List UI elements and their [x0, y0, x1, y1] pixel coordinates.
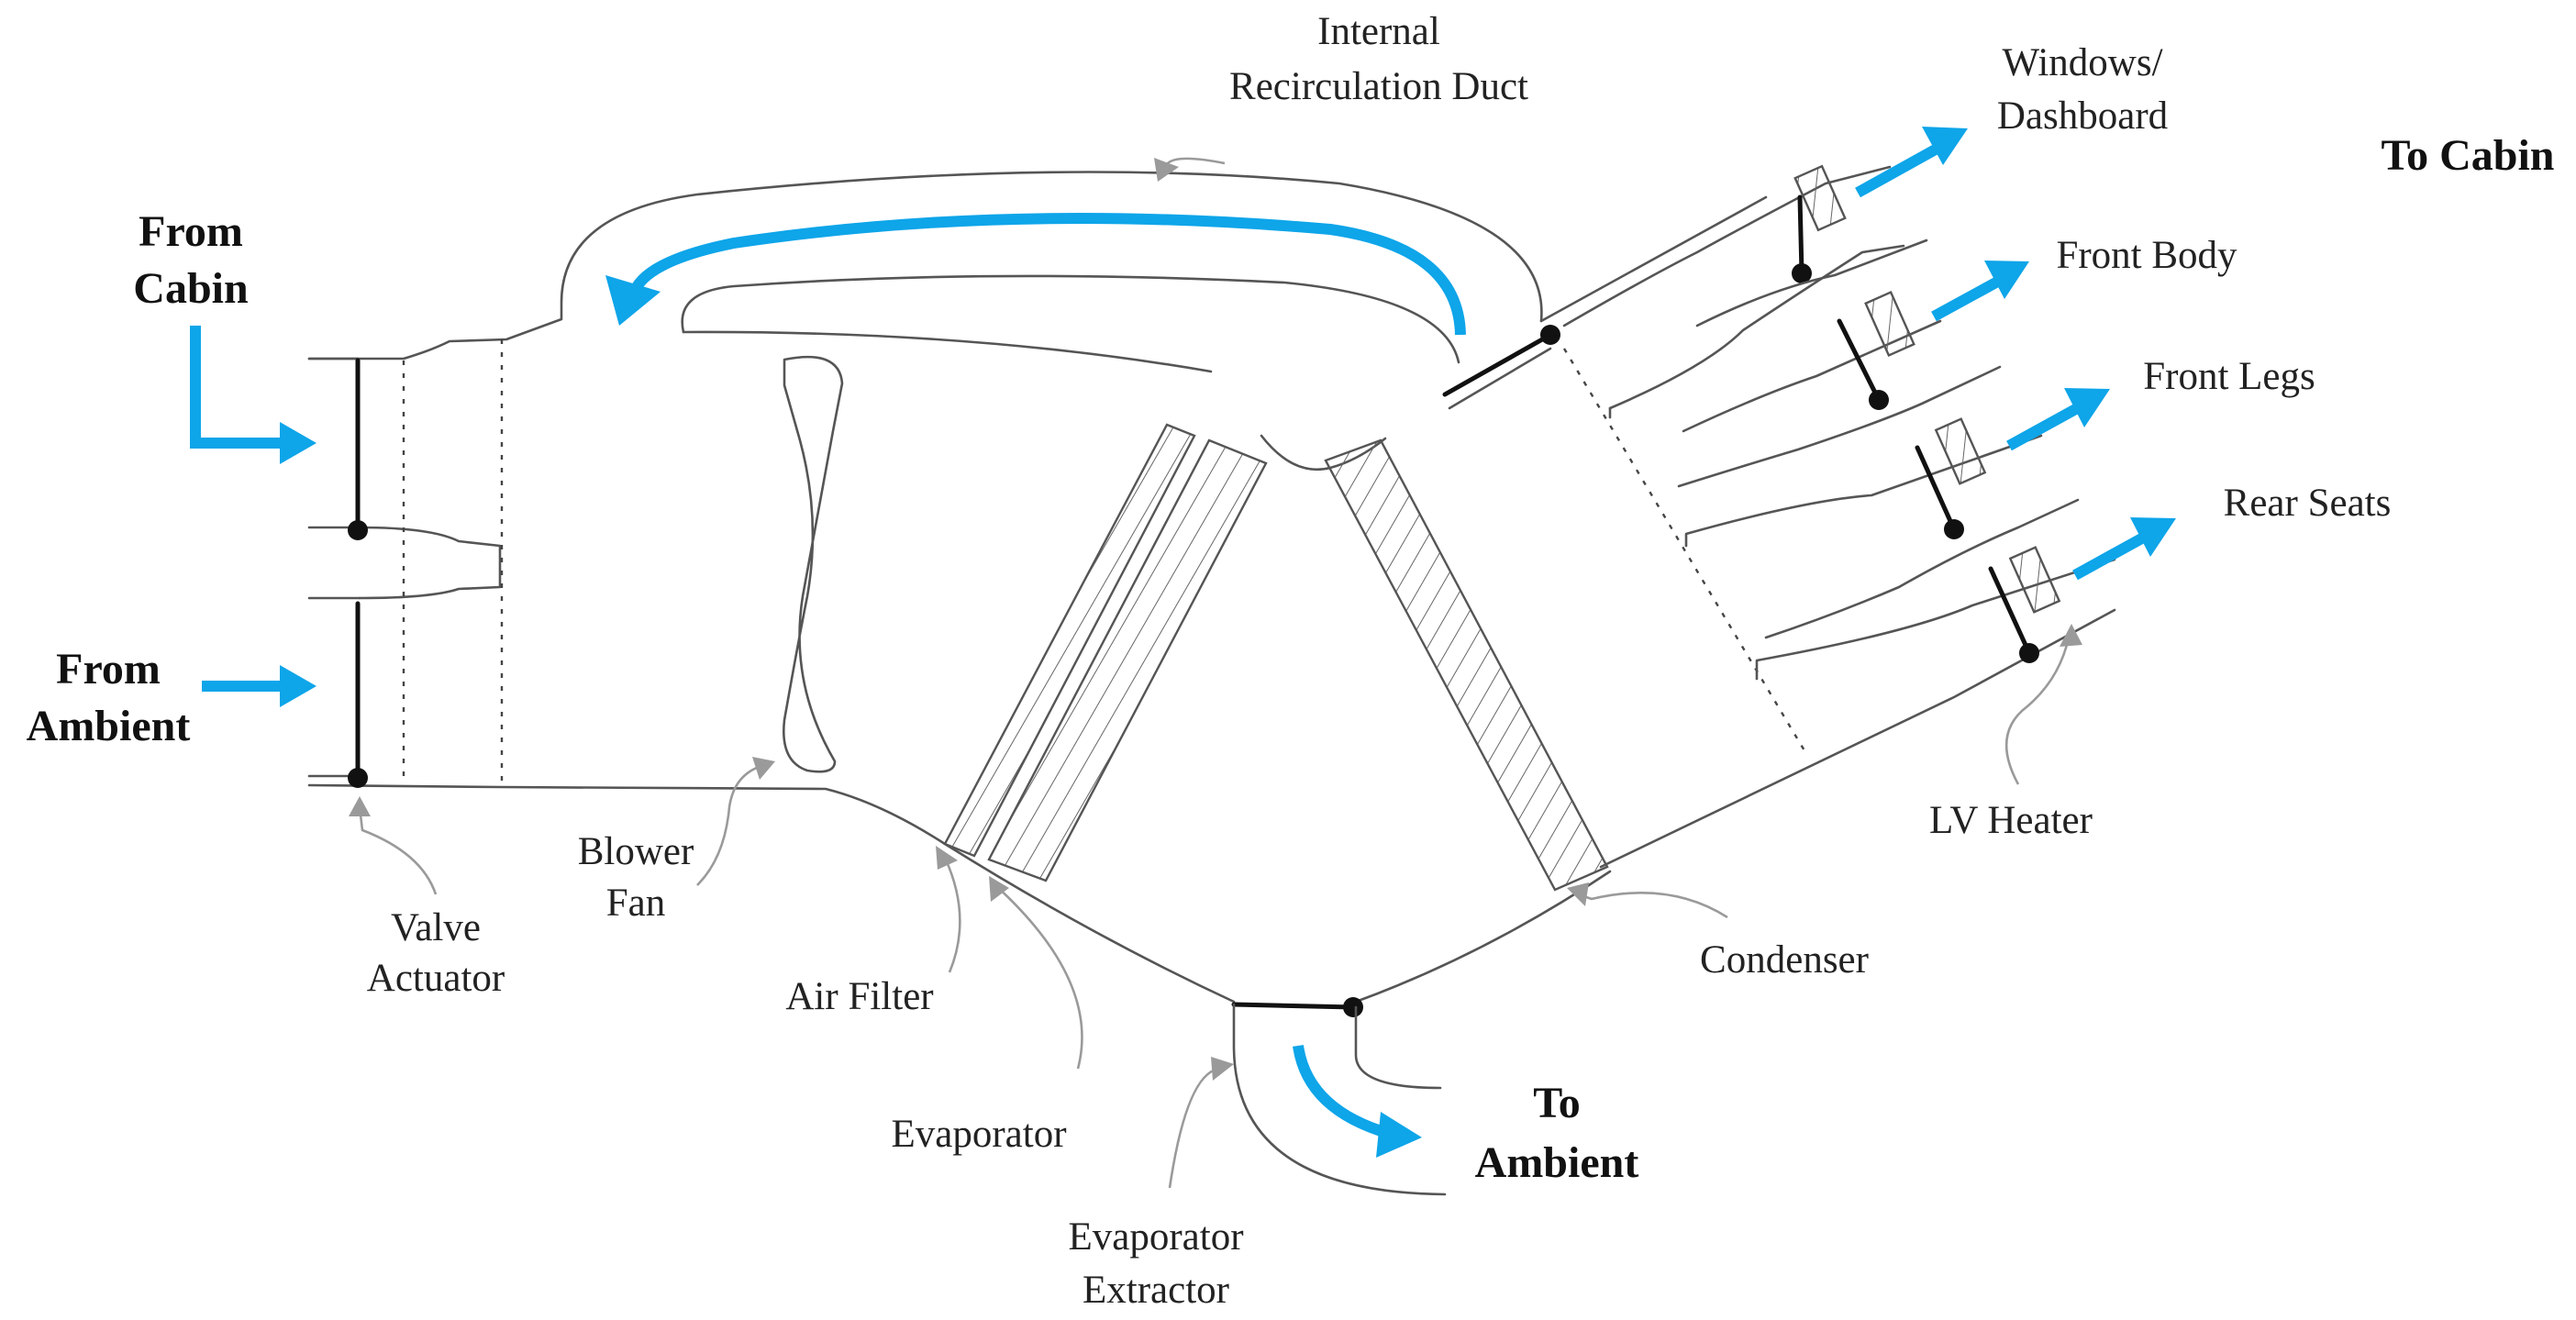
windows-dashboard-label-1: Windows/	[2002, 41, 2162, 84]
recirc-damper	[1442, 332, 1553, 397]
windows-outflow-arrow	[1855, 141, 1943, 198]
cabin-valve-pivot	[348, 520, 368, 540]
internal-recirculation-duct-label-2: Recirculation Duct	[1229, 65, 1528, 108]
internal-recirculation-duct-label-1: Internal	[1317, 10, 1440, 53]
inlet-section	[307, 339, 504, 788]
leader-lines	[349, 157, 2082, 1189]
air-filter-evaporator	[943, 423, 1268, 882]
to-cabin-label: To Cabin	[2382, 131, 2555, 180]
labels: Internal Recirculation Duct From Cabin F…	[27, 10, 2555, 1312]
hvac-housing	[307, 171, 2116, 1004]
cabin-inflow-arrow	[190, 326, 284, 449]
extractor-flow-arrow	[1293, 1045, 1392, 1139]
evaporator-extractor	[1231, 997, 1447, 1196]
evaporator-extractor-label-1: Evaporator	[1068, 1215, 1243, 1259]
valve-actuator-label-1: Valve	[391, 906, 481, 949]
blower-fan	[783, 355, 844, 773]
evaporator-label: Evaporator	[891, 1113, 1066, 1156]
front-legs-outflow-arrow	[2006, 401, 2083, 451]
front-body-label: Front Body	[2056, 234, 2237, 277]
outlet-front-body	[1682, 238, 1942, 433]
rear-seats-label: Rear Seats	[2224, 482, 2392, 525]
air-filter-label: Air Filter	[785, 975, 933, 1018]
evaporator-extractor-label-2: Extractor	[1083, 1269, 1229, 1312]
blower-fan-label-1: Blower	[578, 830, 694, 873]
blower-fan-label-2: Fan	[606, 882, 666, 925]
from-cabin-label-1: From	[139, 207, 243, 256]
rear-seats-outflow-arrow	[2072, 530, 2149, 581]
ambient-valve-pivot	[348, 768, 368, 788]
from-cabin-label-2: Cabin	[133, 264, 248, 313]
flow-arrows	[190, 127, 2176, 1158]
evaporator	[987, 438, 1268, 882]
valve-actuator-label-2: Actuator	[367, 957, 505, 1000]
lv-heater-label: LV Heater	[1929, 799, 2093, 842]
condenser-unit	[1324, 438, 1609, 892]
front-legs-label: Front Legs	[2143, 355, 2315, 398]
outlet-windows	[1562, 164, 1905, 419]
to-ambient-label-1: To	[1533, 1079, 1581, 1127]
from-ambient-label-1: From	[56, 645, 161, 693]
air-filter	[943, 423, 1196, 858]
front-body-outflow-arrow	[1931, 273, 2005, 322]
windows-dashboard-label-2: Dashboard	[1997, 94, 2168, 138]
outlet-rear-seats	[1755, 498, 2116, 681]
to-ambient-label-2: Ambient	[1475, 1138, 1639, 1187]
condenser	[1324, 438, 1609, 892]
outlet-section	[1442, 325, 1807, 753]
from-ambient-label-2: Ambient	[27, 702, 191, 750]
condenser-label: Condenser	[1700, 938, 1869, 982]
recirc-flow-arrow	[627, 213, 1466, 336]
outlet-front-legs	[1677, 365, 2043, 548]
